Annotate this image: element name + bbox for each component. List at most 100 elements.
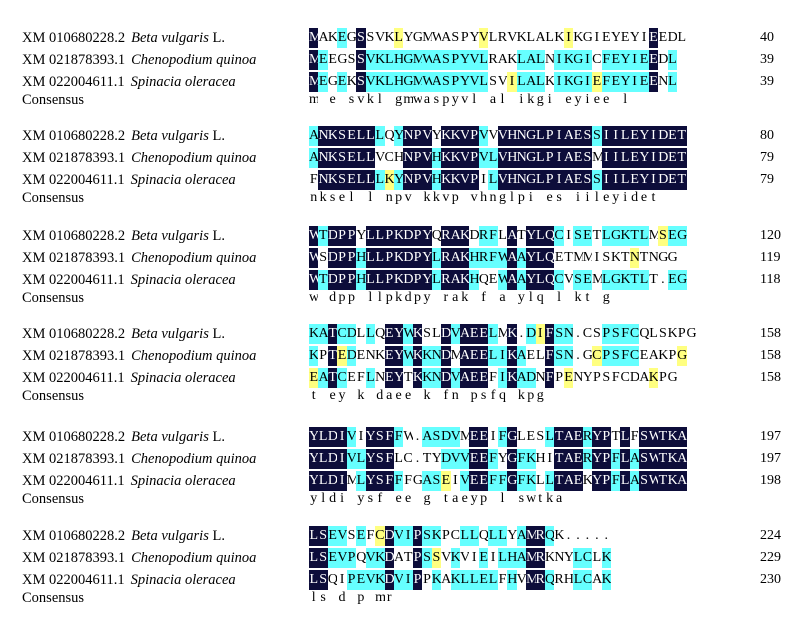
consensus-residue: e xyxy=(603,92,610,107)
residue: W xyxy=(648,471,659,491)
residue: D xyxy=(346,346,357,366)
residue: V xyxy=(507,30,517,45)
consensus-residue: f xyxy=(481,290,486,305)
residue: K xyxy=(375,72,385,92)
residue: E xyxy=(384,346,394,366)
residue: S xyxy=(582,170,593,190)
residue: A xyxy=(318,324,328,344)
residue: N xyxy=(629,248,640,268)
species-name: Chenopodium quinoa xyxy=(131,451,257,467)
residue: A xyxy=(677,471,687,491)
residue: L xyxy=(356,449,366,469)
residue: I xyxy=(337,427,347,447)
consensus-residue: s xyxy=(348,92,355,107)
residue: P xyxy=(346,248,357,268)
residue: L xyxy=(488,570,498,590)
residue: . xyxy=(415,451,420,466)
residue: A xyxy=(318,368,328,388)
residue: Q xyxy=(431,228,442,243)
residue: G xyxy=(526,170,536,190)
residue: Y xyxy=(365,471,376,491)
consensus-residue: v xyxy=(470,190,478,205)
residue: S xyxy=(639,449,649,469)
residue: A xyxy=(431,50,442,70)
position-number: 80 xyxy=(760,128,774,143)
residue: I xyxy=(554,170,564,190)
species-name: Beta vulgaris xyxy=(131,528,209,544)
accession-id: XM 021878393.1 xyxy=(22,250,126,266)
accession-id: XM 010680228.2 xyxy=(22,429,126,445)
residue: A xyxy=(507,248,517,268)
consensus-residue: k xyxy=(319,190,327,205)
residue: P xyxy=(412,570,423,590)
residue: I xyxy=(490,550,496,565)
residue: S xyxy=(423,326,431,341)
residue: A xyxy=(431,72,442,92)
residue: T xyxy=(554,449,564,469)
species-name: Spinacia oleracea xyxy=(130,272,236,288)
residue: F xyxy=(488,449,498,469)
residue: N xyxy=(563,324,574,344)
residue: L xyxy=(356,471,366,491)
residue: S xyxy=(441,50,451,70)
residue: V xyxy=(563,272,574,287)
residue: A xyxy=(450,248,460,268)
residue: K xyxy=(422,368,432,388)
residue: N xyxy=(573,370,583,385)
residue: F xyxy=(489,370,497,385)
residue: D xyxy=(441,449,451,469)
residue: V xyxy=(460,148,470,168)
residue: K xyxy=(441,170,451,190)
consensus-residue: p xyxy=(347,290,355,305)
residue: W xyxy=(422,50,432,70)
consensus-residue xyxy=(545,288,554,308)
residue: Y xyxy=(309,471,319,491)
residue: H xyxy=(507,548,517,568)
residue: F xyxy=(497,427,508,447)
residue: K xyxy=(450,126,460,146)
residue: N xyxy=(516,126,527,146)
residue: Y xyxy=(592,449,602,469)
consensus-residue: h xyxy=(480,190,488,205)
residue: A xyxy=(677,449,687,469)
residue: I xyxy=(497,346,508,366)
residue: K xyxy=(658,348,668,363)
residue: V xyxy=(497,126,508,146)
consensus-residue: g xyxy=(423,491,431,506)
residue: Q xyxy=(356,550,366,565)
consensus-residue xyxy=(413,386,422,406)
residue: C xyxy=(582,548,593,568)
consensus-residue: m xyxy=(403,92,413,107)
residue: P xyxy=(412,270,423,290)
residue: N xyxy=(403,126,413,146)
residue: Y xyxy=(526,226,536,246)
residue: K xyxy=(526,449,536,469)
residue: A xyxy=(450,270,460,290)
residue: W xyxy=(431,30,442,45)
residue: L xyxy=(517,429,526,444)
consensus-residue: l xyxy=(557,290,562,305)
consensus-residue: k xyxy=(517,388,525,403)
consensus-residue: w xyxy=(412,92,423,107)
residue: S xyxy=(347,528,356,543)
consensus-residue: l xyxy=(594,190,599,205)
residue: V xyxy=(497,148,508,168)
position-number: 230 xyxy=(760,572,781,587)
residue: A xyxy=(639,370,649,385)
residue: L xyxy=(620,449,630,469)
residue: W xyxy=(403,346,413,366)
residue: K xyxy=(507,368,517,388)
residue: Y xyxy=(620,72,630,92)
consensus-residue: p xyxy=(442,92,450,107)
residue: F xyxy=(601,50,611,70)
consensus-residue xyxy=(488,489,497,509)
residue: E xyxy=(356,348,366,363)
residue: F xyxy=(544,368,555,388)
consensus-residue xyxy=(507,386,516,406)
residue: W xyxy=(403,324,413,344)
residue: E xyxy=(648,50,659,70)
